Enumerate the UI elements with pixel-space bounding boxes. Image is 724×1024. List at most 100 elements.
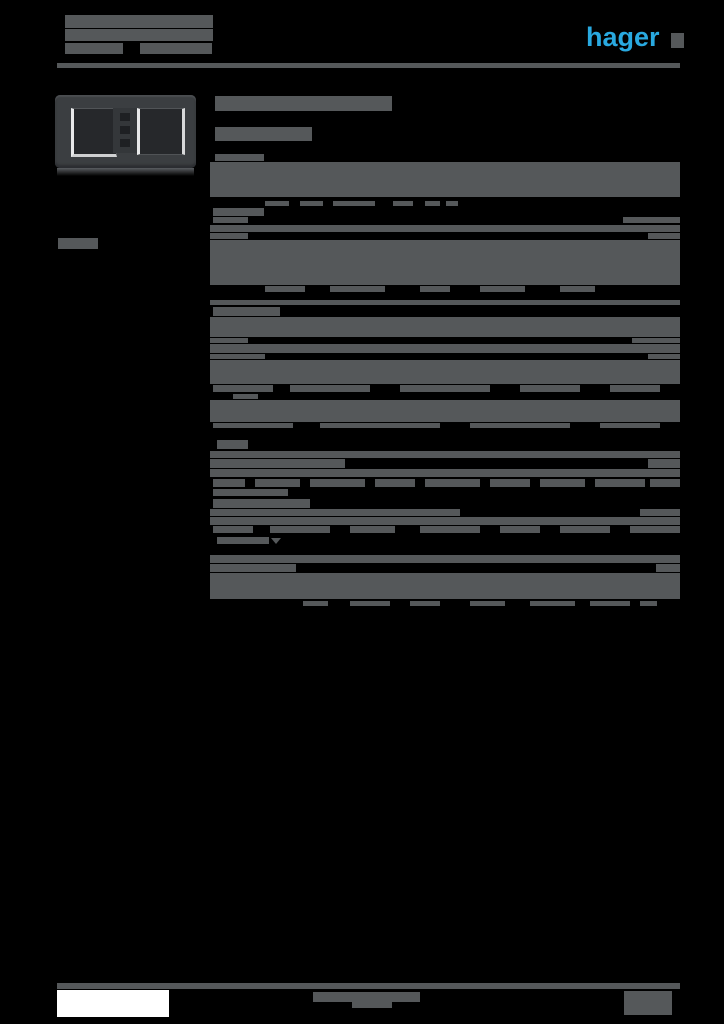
section-e-row-1 [210,459,345,468]
footer-center-sub [352,1002,392,1008]
section-e-words-2 [270,526,330,533]
section-d-words [610,385,660,392]
hager-logo: hager [586,22,660,52]
section-d-block-1 [210,317,680,337]
section-f-row-1 [656,564,680,572]
section-f-smalltext [410,601,440,606]
section-d-bottom [213,423,293,428]
frame-window-left [71,108,117,157]
section-e-row-1 [648,459,680,468]
section-c-label [213,208,264,216]
section-e-words [375,479,415,487]
frame-body [55,95,196,168]
section-e-words [213,479,245,487]
frame-slot [120,113,130,121]
section-e-words-2 [420,526,480,533]
section-e-words [540,479,585,487]
section-a-subhead [215,127,312,141]
section-e-words-2 [213,526,253,533]
section-d-rule-2 [210,344,680,353]
section-e-words [255,479,300,487]
section-e-rule-2 [210,469,680,477]
section-d-row-1 [632,338,680,343]
section-f-smalltext [530,601,575,606]
header-title-line-2 [65,29,213,41]
section-d-block-2 [210,360,680,384]
section-f-rule-top [210,555,680,563]
section-c-row-2 [210,233,248,239]
section-e-words-2 [500,526,540,533]
order-ref [58,238,98,249]
section-d-row-1 [210,338,248,343]
section-f-smalltext [303,601,328,606]
section-e-words-2 [350,526,395,533]
section-b-block [210,162,680,197]
section-d-smallbit [233,394,258,399]
section-e-row-2 [210,509,460,516]
section-d-words [290,385,370,392]
section-d-bottom [600,423,660,428]
section-e-words [650,479,680,487]
section-e-smalltext [213,489,288,496]
footer-logo-plate [57,990,169,1017]
section-c-smalltext [333,201,375,206]
section-b-label [215,154,264,161]
section-e-rule-1 [210,451,680,458]
section-c-row-1 [623,217,680,223]
footer-center-text [313,992,420,1002]
section-e-words [425,479,480,487]
section-e-words-2 [560,526,610,533]
section-c-bottom [265,286,305,292]
product-image [55,95,196,178]
section-c-row-1 [213,217,248,223]
section-e-label-2 [213,499,310,508]
section-c-smalltext [446,201,458,206]
frame-window-right [137,108,185,155]
section-e-words [490,479,530,487]
header-title-line-1 [65,15,213,28]
footer-rule [57,983,680,989]
footer-page-number-box [624,991,672,1015]
section-d-label [213,307,280,316]
frame-slot [120,126,130,134]
section-d-row-2 [648,354,680,359]
section-c-smalltext [425,201,440,206]
section-c-block [210,240,680,285]
section-d-bottom [320,423,440,428]
section-e-label [217,440,248,449]
section-d-words [400,385,490,392]
section-f-smalltext [640,601,657,606]
section-f-smalltext [350,601,390,606]
section-e-words [595,479,645,487]
section-d-bottom [470,423,570,428]
section-c-rule-1 [210,225,680,232]
section-d-rule-top [210,300,680,305]
section-f-smalltext [590,601,630,606]
section-c-row-2 [648,233,680,239]
section-c-smalltext [265,201,289,206]
section-e-words-2 [630,526,680,533]
header-title-line-3 [140,43,212,54]
frame-slot [120,139,130,147]
section-c-bottom [560,286,595,292]
section-e-row-2 [640,509,680,516]
header-rule [57,63,680,68]
section-f-row-1 [210,564,296,572]
section-c-bottom [330,286,385,292]
section-e-words [310,479,365,487]
section-c-bottom [480,286,525,292]
section-e-rule-3 [210,517,680,525]
logo-shadow [671,33,684,48]
section-f-block [210,573,680,599]
chevron-down-icon [271,538,281,544]
section-d-row-2 [210,354,265,359]
section-a-heading [215,96,392,111]
section-c-smalltext [300,201,323,206]
frame-reflection [57,168,194,176]
section-f-smalltext [470,601,505,606]
section-e-link [217,537,269,544]
frame-center-coupler [113,108,137,153]
section-d-words [213,385,273,392]
header-title-line-3 [65,43,123,54]
